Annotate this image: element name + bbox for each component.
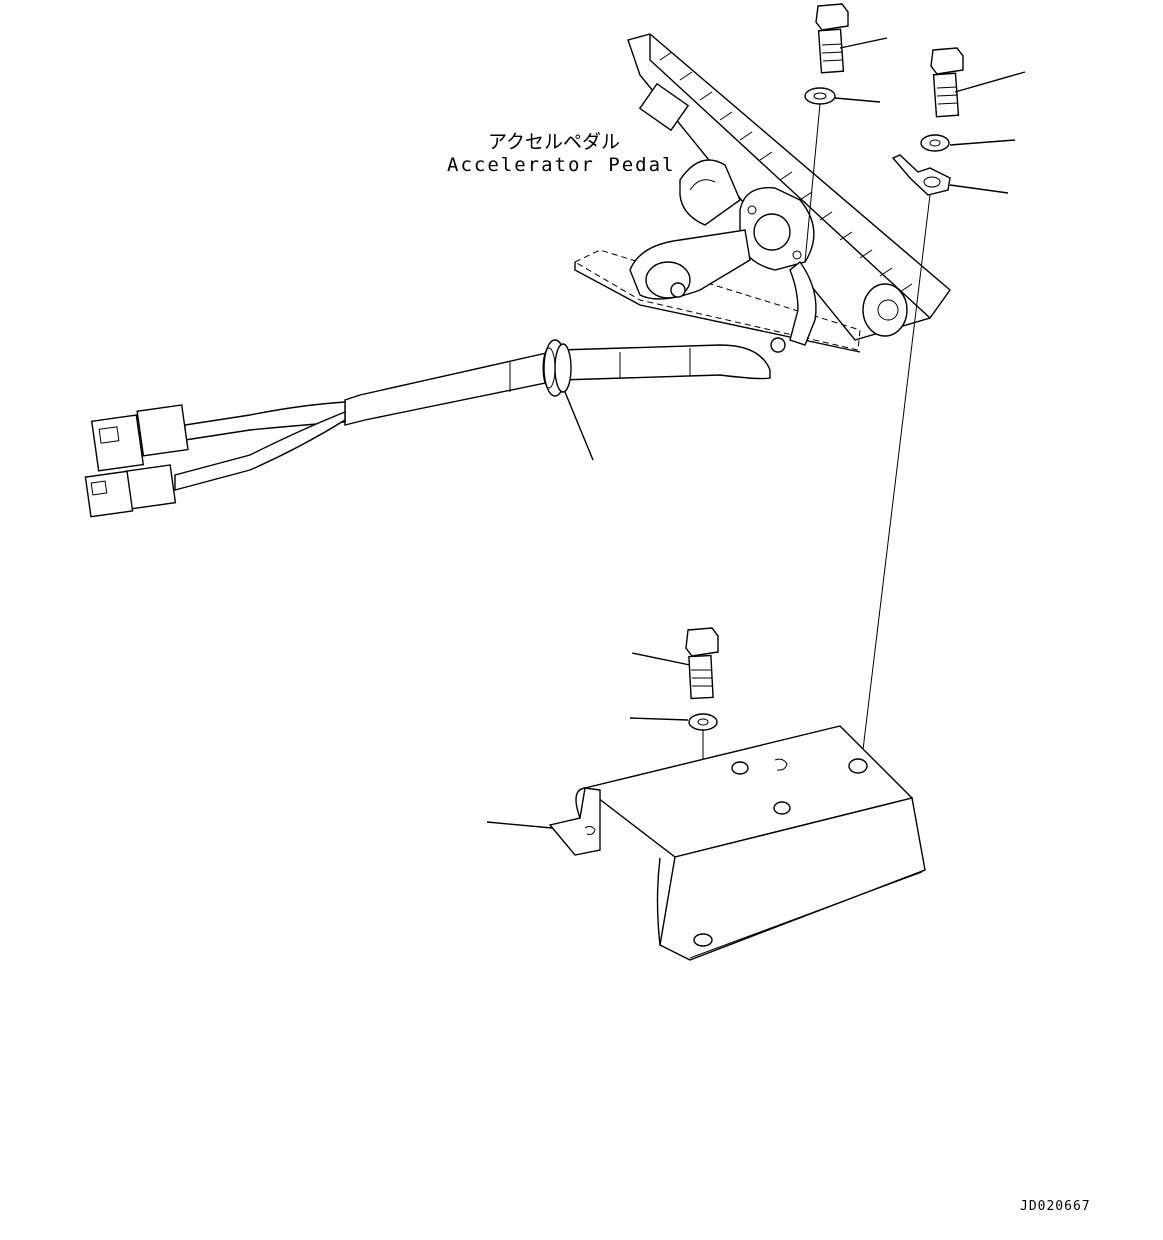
accelerator-pedal-assembly [573, 33, 951, 353]
connector-lower [84, 464, 177, 518]
drawing-code: JD020667 [1020, 1199, 1091, 1214]
bolt-upper-right [930, 47, 1026, 118]
pedal-label-jp: アクセルペダル [488, 131, 620, 153]
grommet [542, 339, 572, 397]
washer-upper-right [920, 134, 1016, 152]
bolt-lower [631, 627, 719, 700]
wire-harness [84, 339, 771, 518]
mounting-bracket [486, 725, 926, 961]
washer-upper-left [804, 87, 881, 263]
bolt-upper-left [815, 3, 888, 74]
connector-upper [90, 404, 189, 472]
clip-nut [861, 154, 1009, 759]
pedal-label-en: Accelerator Pedal [447, 154, 675, 176]
